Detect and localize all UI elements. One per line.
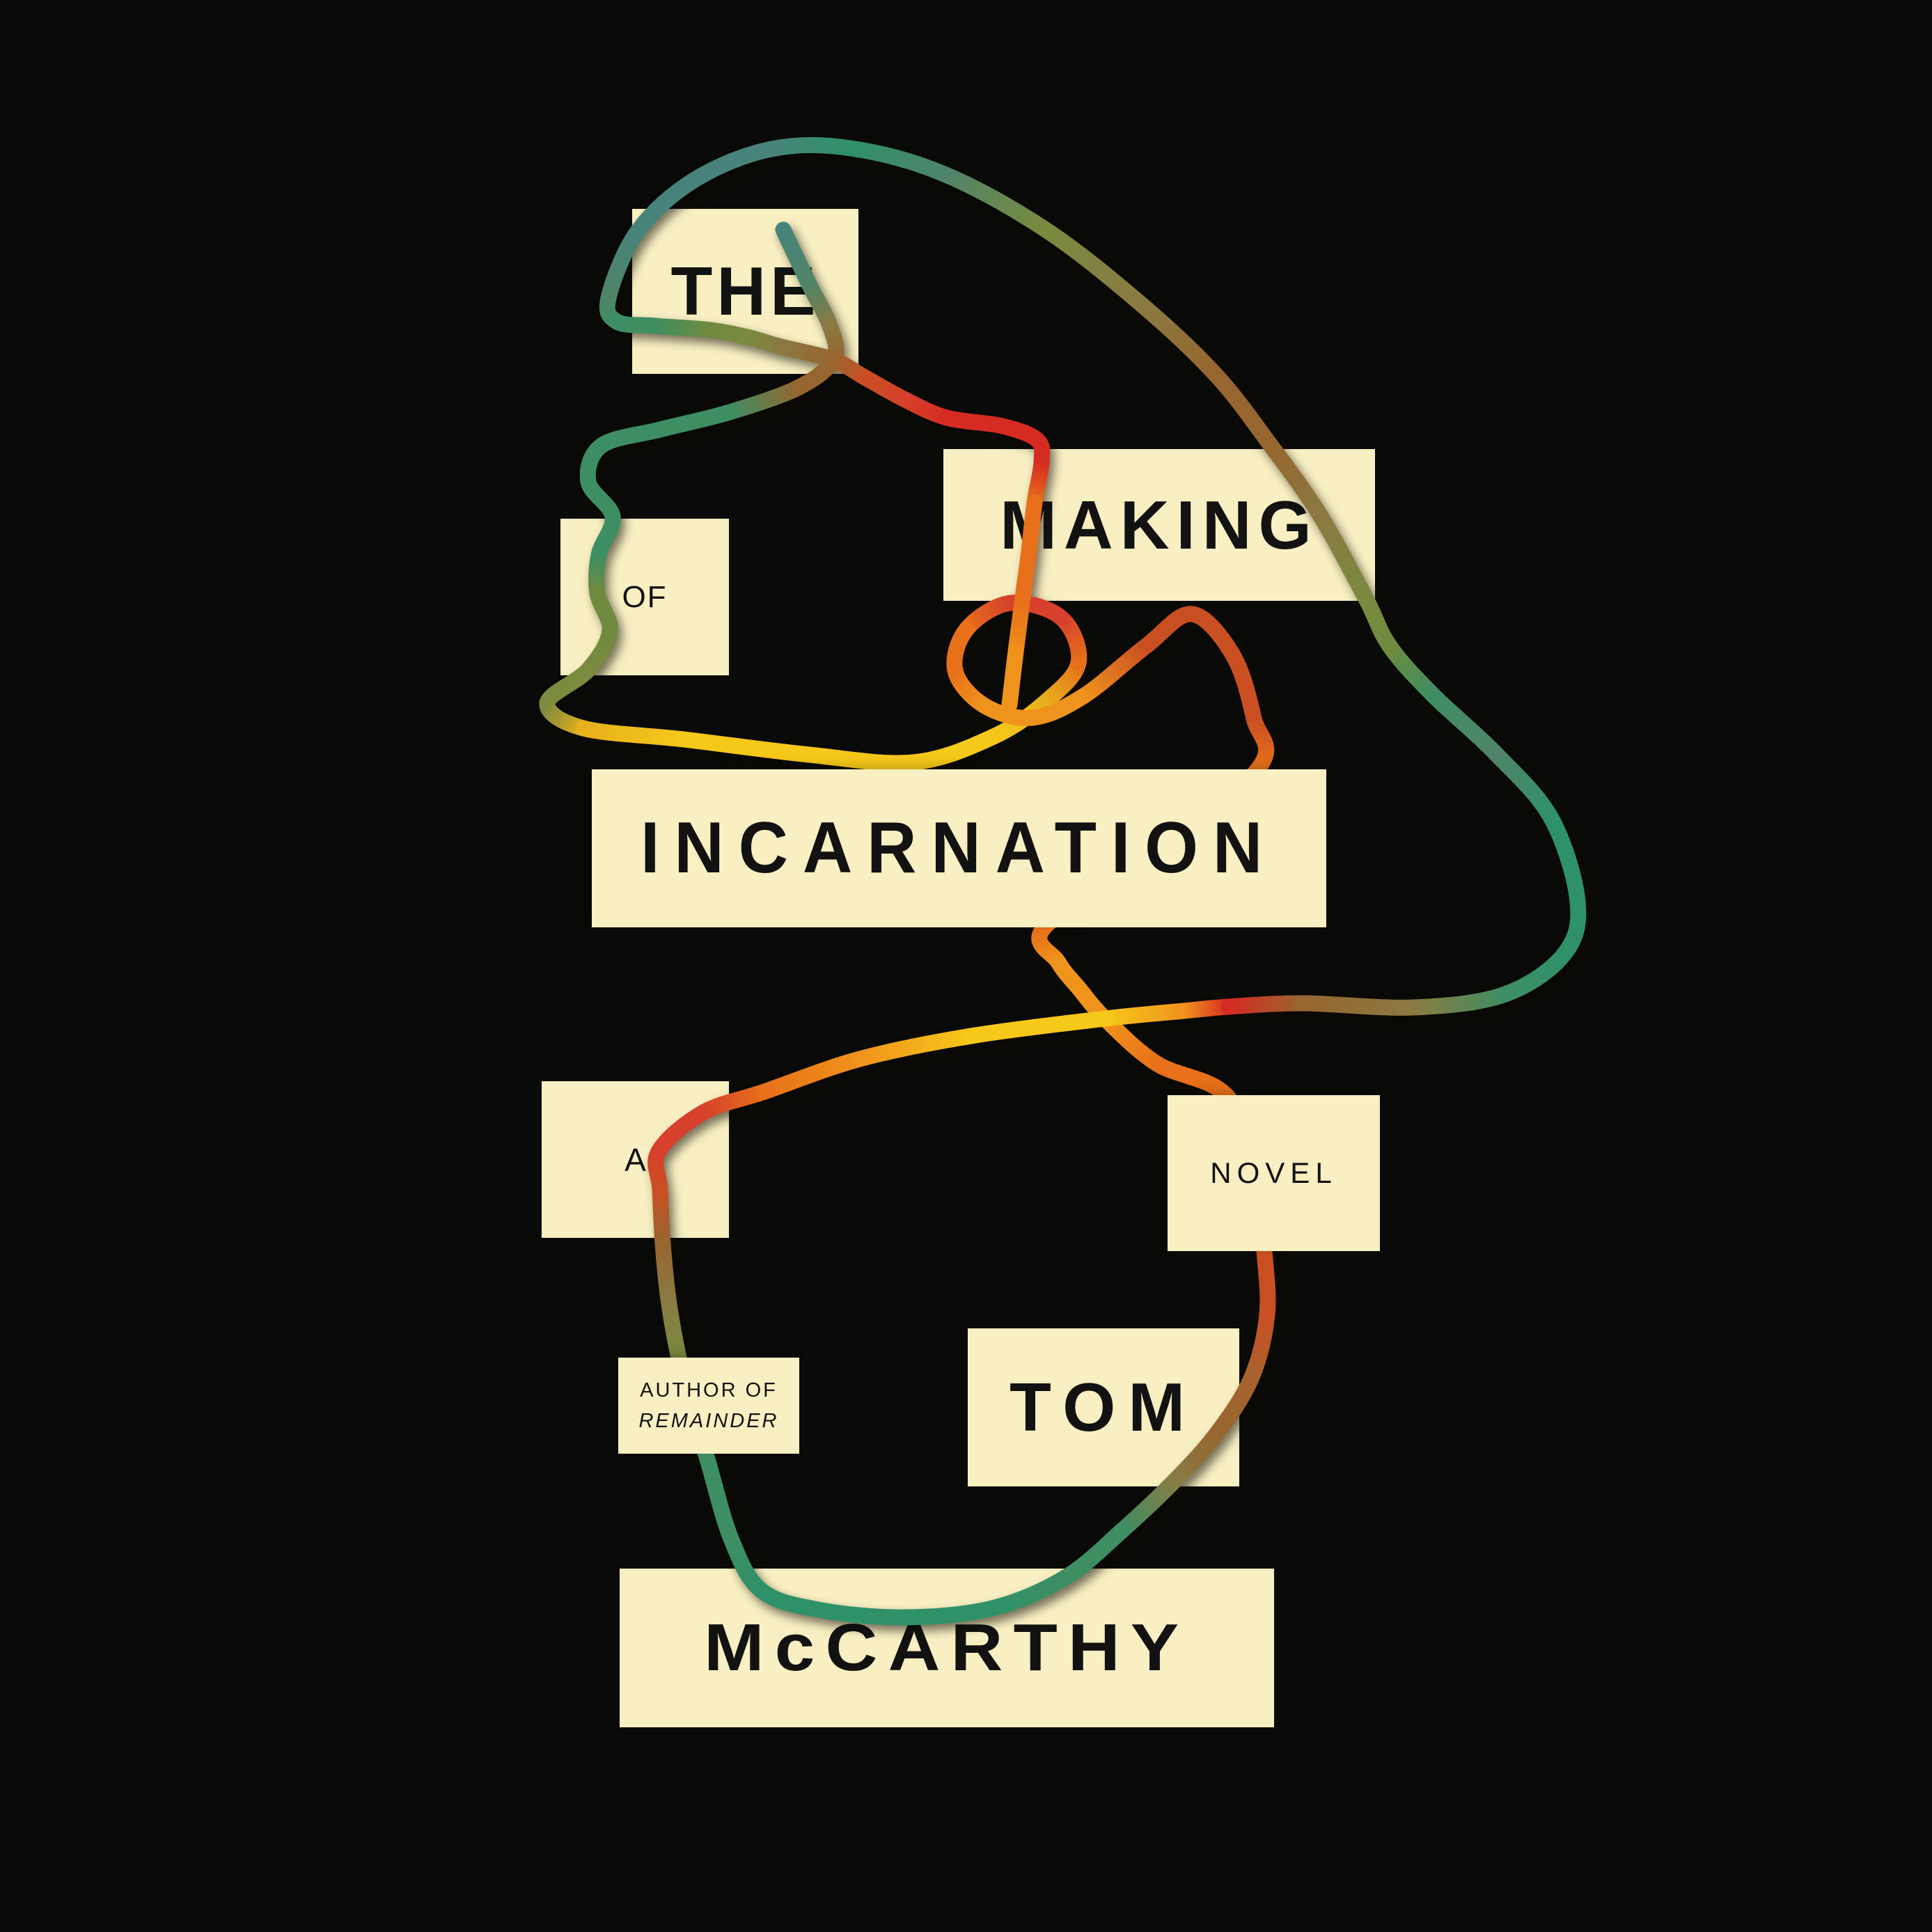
subtitle-block-novel: NOVEL — [1168, 1095, 1380, 1251]
title-word-making: MAKING — [1000, 486, 1319, 563]
credit-block-author-of-remainder: AUTHOR OF REMAINDER — [618, 1358, 799, 1454]
credit-line-remainder: REMAINDER — [638, 1410, 779, 1432]
title-word-of: OF — [622, 579, 668, 614]
subtitle-word-novel: NOVEL — [1210, 1156, 1337, 1189]
title-block-of: OF — [560, 519, 729, 675]
title-word-incarnation: INCARNATION — [641, 808, 1278, 888]
title-block-making: MAKING — [943, 449, 1375, 601]
author-block-mccarthy: McCARTHY — [620, 1569, 1274, 1727]
title-block-incarnation: INCARNATION — [592, 769, 1326, 927]
author-first-name: TOM — [1010, 1369, 1197, 1445]
credit-line-author-of: AUTHOR OF — [640, 1379, 778, 1401]
subtitle-word-a: A — [625, 1141, 646, 1178]
